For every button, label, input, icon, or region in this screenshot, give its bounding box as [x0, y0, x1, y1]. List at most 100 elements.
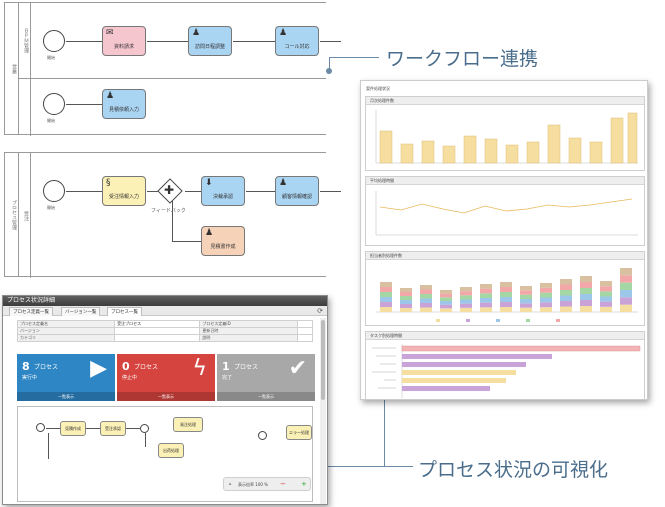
list-link[interactable]: 一覧表示: [117, 392, 215, 401]
stacked-bar-segment: [460, 287, 472, 292]
task-approval[interactable]: ⬇ 決裁承認: [201, 176, 245, 206]
stacked-bar-segment: [460, 303, 472, 308]
tab-versions[interactable]: バージョン一覧: [61, 307, 101, 316]
zoom-label: 表示倍率 100 %: [238, 482, 268, 487]
mini-task[interactable]: 見積作成: [60, 421, 86, 436]
process-info-table: プロセス定義名 受注プロセス プロセス定義ID バージョン 更新日時 カテゴリ …: [16, 320, 313, 342]
task-visit-schedule[interactable]: ♟ 訪問日程調整: [188, 26, 232, 56]
script-icon: §: [106, 178, 111, 188]
mini-task[interactable]: 受注承認: [100, 421, 126, 436]
task-document-request[interactable]: ✉ 資料請求: [102, 26, 146, 56]
start-event[interactable]: [36, 423, 45, 432]
zoom-in-icon[interactable]: +: [301, 480, 307, 488]
start-event-label: 開始: [47, 118, 55, 123]
sequence-flow: [320, 41, 341, 42]
stacked-bar-segment: [620, 290, 632, 298]
user-icon: ♟: [205, 228, 214, 238]
callout-workflow: ワークフロー連携: [386, 48, 539, 70]
lane-label: [19, 79, 31, 136]
table-row: バージョン 更新日時: [16, 327, 313, 335]
stacked-bar-segment: [600, 296, 612, 302]
download-icon: ⬇: [205, 178, 213, 188]
detail-tabbar: プロセス定義一覧 バージョン一覧 プロセス一覧 ⟳: [3, 306, 327, 316]
sequence-flow: [185, 191, 201, 192]
dashboard-screen: 案件処理状況 月次処理件数 平均処理時間: [360, 80, 648, 400]
task-call-handling[interactable]: ♟ コール対応: [275, 26, 319, 56]
lightning-icon: ϟ: [192, 356, 207, 381]
stacked-bar-segment: [560, 301, 572, 307]
stacked-bar-segment: [520, 290, 532, 295]
tab-processes[interactable]: プロセス一覧: [107, 307, 142, 316]
stat-stopped[interactable]: 0 プロセス 停止中 ϟ 一覧表示: [117, 354, 215, 401]
stat-running[interactable]: 8 プロセス 実行中 ▶ 一覧表示: [17, 354, 115, 401]
sequence-flow: [147, 41, 188, 42]
start-event[interactable]: [43, 30, 65, 52]
stacked-bar-segment: [400, 304, 412, 308]
tab-process-definitions[interactable]: プロセス定義一覧: [9, 307, 53, 316]
stacked-bar-segment: [580, 288, 592, 294]
stacked-bar-segment: [420, 303, 432, 308]
stacked-bar-segment: [600, 306, 612, 312]
stacked-bar-segment: [560, 295, 572, 301]
stacked-bar-segment: [560, 279, 572, 285]
stacked-bar-segment: [480, 302, 492, 308]
stacked-bar-segment: [580, 294, 592, 300]
zoom-out-icon[interactable]: −: [280, 480, 286, 488]
sequence-flow: [320, 191, 341, 192]
callout-line: [318, 466, 413, 467]
process-diagram-preview: 見積作成 受注承認 出荷処理 発注処理 エラー処理 ⌂ 表示倍率 100 % −…: [17, 406, 313, 502]
stacked-bar-segment: [620, 297, 632, 305]
stat-completed[interactable]: 1 プロセス 完了 ✔ 一覧表示: [217, 354, 315, 401]
process-detail-screen: プロセス状況詳細 プロセス定義一覧 バージョン一覧 プロセス一覧 ⟳ プロセス定…: [2, 295, 328, 505]
stacked-bar-segment: [580, 300, 592, 306]
stacked-bar-segment: [560, 290, 572, 296]
stacked-bar-segment: [620, 268, 632, 276]
home-icon[interactable]: ⌂: [229, 481, 232, 486]
pool-process: プロセス管理 受注 開始 § 受注情報入力 ✚ フィードバック ⬇ 決裁承認 ♟…: [4, 152, 341, 278]
stacked-bar-segment: [480, 307, 492, 312]
scrollbar[interactable]: [320, 318, 326, 504]
list-link[interactable]: 一覧表示: [17, 392, 115, 401]
table-row: プロセス定義名 受注プロセス プロセス定義ID: [16, 320, 313, 328]
stacked-bar-segment: [500, 282, 512, 287]
stacked-bar-segment: [420, 294, 432, 299]
sequence-flow: [233, 41, 275, 42]
panel-title: 月次処理件数: [366, 97, 644, 105]
sequence-flow: [126, 428, 140, 429]
stacked-bar-segment: [500, 307, 512, 312]
task-order-info-input[interactable]: § 受注情報入力: [102, 176, 146, 206]
stacked-bar-segment: [580, 306, 592, 312]
mini-task[interactable]: 出荷処理: [158, 443, 184, 458]
sequence-flow: [66, 191, 102, 192]
mini-task[interactable]: 発注処理: [173, 417, 203, 432]
stacked-bar-segment: [380, 292, 392, 297]
start-event[interactable]: [43, 93, 65, 115]
stacked-bar-segment: [520, 286, 532, 291]
stacked-bar-segment: [460, 295, 472, 300]
task-estimate-input[interactable]: ♟ 見積依頼入力: [102, 89, 146, 119]
event[interactable]: [258, 431, 267, 440]
user-icon: ♟: [192, 28, 201, 38]
user-icon: ♟: [106, 91, 115, 101]
pool-label: 営業: [5, 3, 19, 134]
refresh-icon[interactable]: ⟳: [317, 307, 323, 315]
lane-label: 受注: [19, 153, 31, 278]
user-icon: ♟: [279, 28, 288, 38]
stacked-bar-segment: [400, 300, 412, 304]
list-link[interactable]: 一覧表示: [217, 392, 315, 401]
timer-event[interactable]: [140, 424, 149, 433]
stacked-bar-segment: [540, 287, 552, 293]
panel-title: タスク別処理時間: [366, 332, 644, 340]
user-icon: ♟: [279, 178, 288, 188]
panel-monthly-bar: 月次処理件数: [365, 96, 645, 171]
task-customer-check[interactable]: ♟ 顧客情報確認: [275, 176, 319, 206]
mini-task[interactable]: エラー処理: [286, 425, 312, 440]
play-icon: ▶: [90, 356, 107, 381]
task-estimate-creation[interactable]: ♟ 見積書作成: [201, 226, 245, 256]
zoom-control[interactable]: ⌂ 表示倍率 100 % − +: [223, 477, 311, 491]
scrollbar-thumb[interactable]: [321, 320, 325, 400]
stacked-bar-segment: [540, 297, 552, 303]
detail-title: プロセス状況詳細: [3, 296, 327, 306]
start-event[interactable]: [43, 180, 65, 202]
lane: 開始 ♟ 見積依頼入力: [19, 79, 326, 136]
